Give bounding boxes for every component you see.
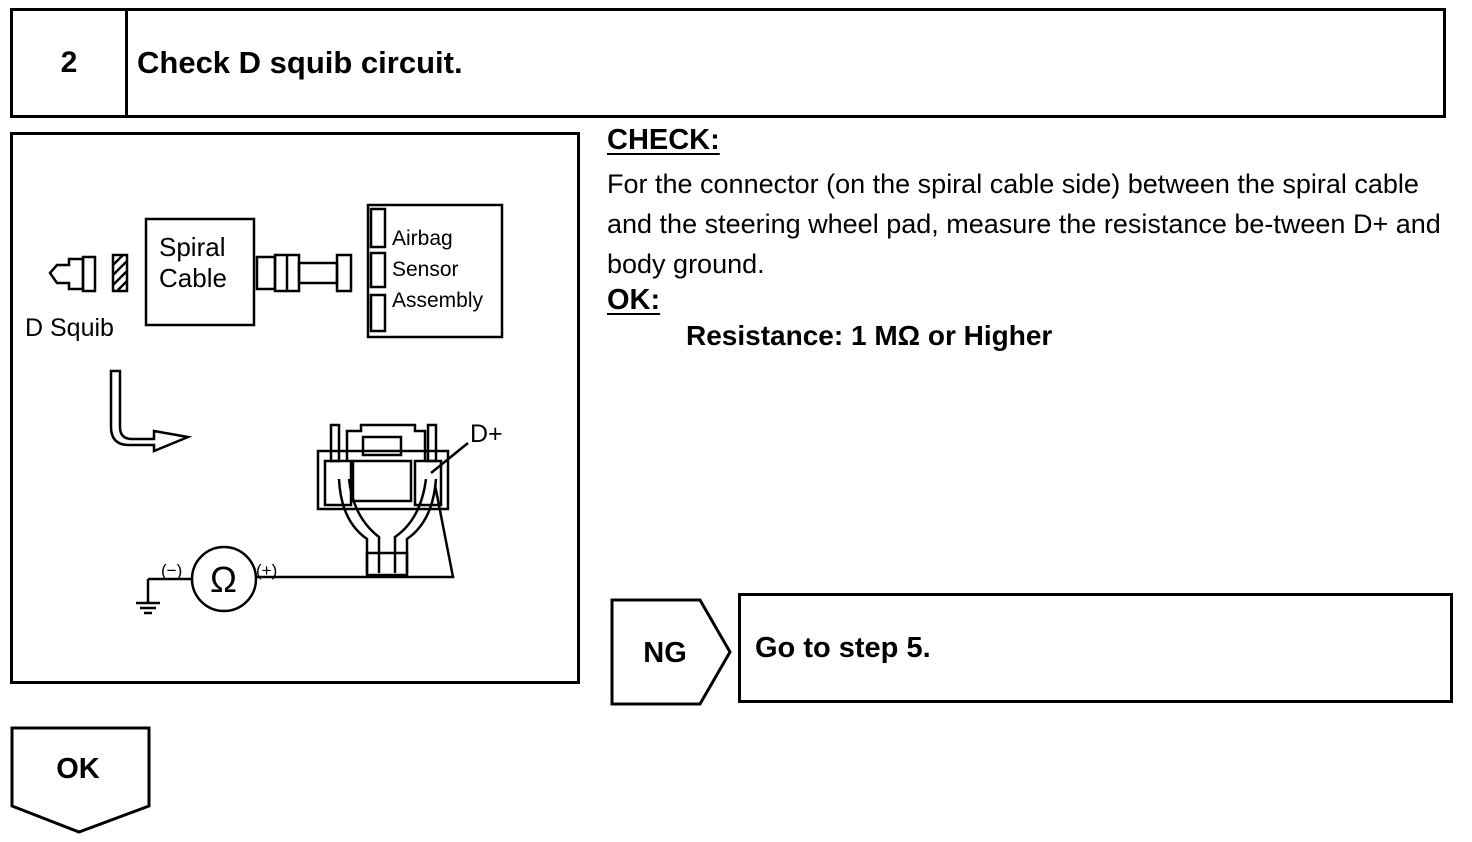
hatched-connector bbox=[111, 253, 129, 293]
step-header: 2 Check D squib circuit. bbox=[10, 8, 1446, 118]
spiral-cable-box bbox=[144, 217, 256, 327]
ng-action-text: Go to step 5. bbox=[755, 631, 931, 664]
step-number: 2 bbox=[13, 11, 128, 115]
airbag-label-line3: Assembly bbox=[392, 289, 484, 312]
ok-arrow-shape: OK bbox=[10, 726, 151, 834]
airbag-sensor-box bbox=[366, 203, 504, 339]
ng-action-box: Go to step 5. bbox=[738, 593, 1453, 703]
ok-specification: Resistance: 1 MΩ or Higher bbox=[686, 320, 1053, 351]
plus-terminal-label: (+) bbox=[256, 561, 277, 580]
airbag-label-line2: Sensor bbox=[392, 258, 459, 281]
wire-harness bbox=[365, 551, 409, 577]
d-squib-connector-shape bbox=[48, 257, 85, 291]
check-instructions: For the connector (on the spiral cable s… bbox=[607, 169, 1441, 279]
bent-arrow-icon bbox=[109, 369, 193, 453]
minus-terminal-label: (−) bbox=[161, 561, 182, 580]
connector-body bbox=[316, 449, 450, 511]
circuit-diagram: D Squib Spiral Cable Airbag Sensor Assem… bbox=[25, 203, 504, 615]
spiral-cable-label-line1: Spiral bbox=[159, 232, 225, 262]
check-heading: CHECK: bbox=[607, 124, 720, 156]
d-squib-label: D Squib bbox=[25, 314, 114, 342]
ng-label: NG bbox=[643, 637, 687, 669]
ok-heading: OK: bbox=[607, 284, 661, 316]
circuit-illustration: D Squib Spiral Cable Airbag Sensor Assem… bbox=[10, 132, 580, 684]
airbag-label-line1: Airbag bbox=[392, 227, 453, 250]
ok-tag: OK bbox=[10, 726, 152, 841]
ng-arrow-shape: NG bbox=[610, 598, 732, 706]
ok-tag-label: OK bbox=[56, 753, 100, 785]
spiral-cable-label-line2: Cable bbox=[159, 263, 227, 293]
step-title: Check D squib circuit. bbox=[137, 45, 463, 80]
ohm-symbol: Ω bbox=[210, 559, 237, 600]
ng-tag: NG bbox=[610, 598, 734, 713]
d-plus-label: D+ bbox=[470, 420, 503, 448]
